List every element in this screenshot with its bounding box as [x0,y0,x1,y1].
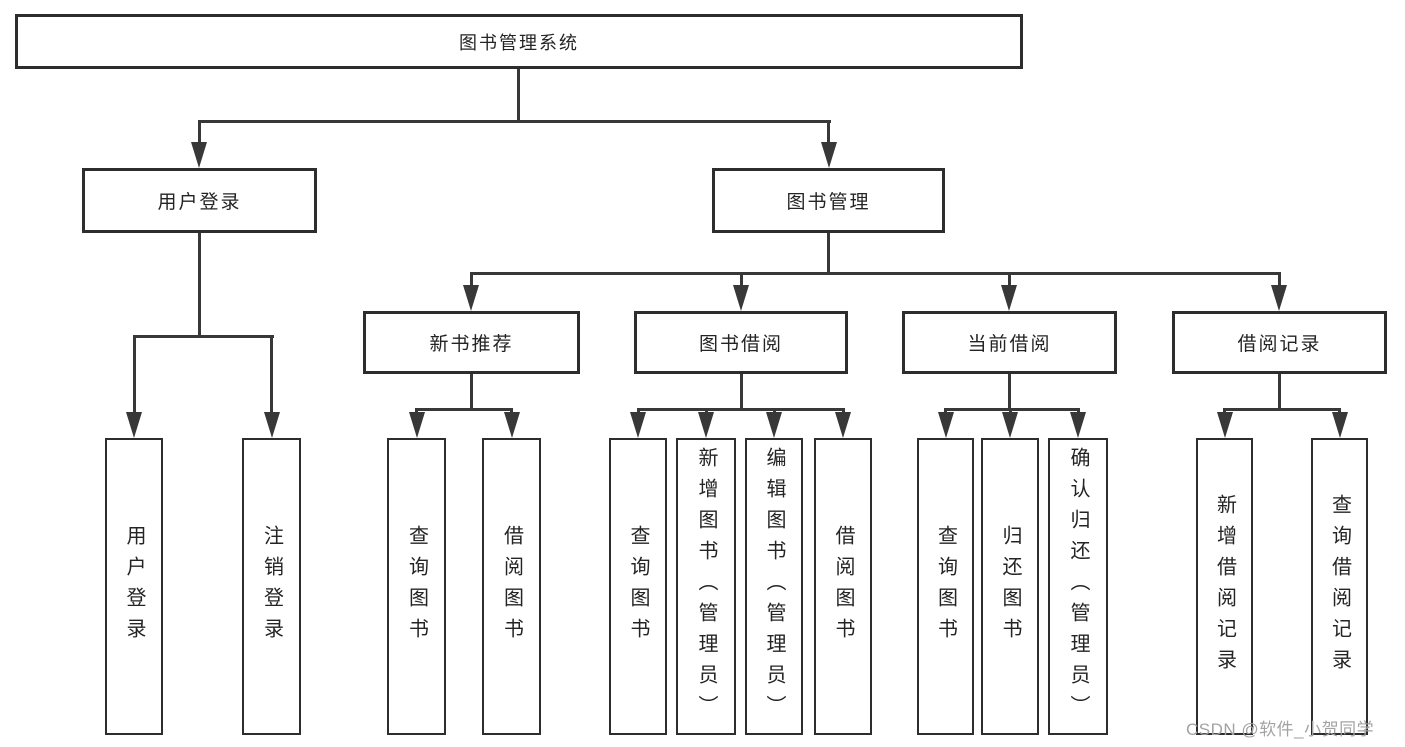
leaf-logout-login: 注销登录 [242,438,301,735]
arrowhead-down [1070,412,1086,438]
arrowhead-down [1331,412,1348,438]
arrowhead-down [766,412,782,438]
connector-current-borrowing-stem [1007,374,1011,408]
node-book-management-label: 图书管理 [786,192,871,213]
connector-user-login-drop [197,120,201,150]
connector-user-login-stem [197,233,201,335]
connector-level3-drop [1007,272,1011,288]
arrowhead-down [630,412,646,438]
leaf-user-login-label: 用户登录 [123,524,145,649]
connector-new-book-recommend-bar [415,408,513,411]
connector-new-book-recommend-stem [469,374,473,408]
arrowhead-down [835,412,851,438]
leaf-borrow-books-borrowing: 借阅图书 [814,438,872,735]
leaf-query-borrow-record-label: 查询借阅记录 [1328,493,1351,680]
connector-borrowing-records-stem [1277,374,1281,408]
node-user-login-label: 用户登录 [157,192,242,213]
connector-level3-drop [469,272,473,288]
arrowhead-down [503,412,520,438]
arrowhead-down [126,412,142,438]
leaf-return-books-label: 归还图书 [999,524,1021,649]
leaf-query-borrow-record: 查询借阅记录 [1311,438,1368,735]
node-current-borrowing-label: 当前借阅 [967,334,1052,355]
leaf-add-borrow-record: 新增借阅记录 [1196,438,1253,735]
leaf-add-books-admin: 新增图书（管理员） [676,438,736,735]
leaf-query-books-recommend-label: 查询图书 [405,524,428,649]
node-borrowing-records: 借阅记录 [1172,311,1387,374]
node-borrowing-records-label: 借阅记录 [1237,334,1322,355]
leaf-query-books-recommend: 查询图书 [387,438,446,735]
connector-leaf-drop [270,335,273,416]
node-root: 图书管理系统 [15,14,1023,69]
arrowhead-down [263,412,280,438]
leaf-edit-books-admin-label: 编辑图书（管理员） [763,447,785,726]
leaf-query-books-current: 查询图书 [917,438,974,735]
connector-user-login-bar [132,335,274,338]
leaf-edit-books-admin: 编辑图书（管理员） [745,438,803,735]
arrowhead-down [463,285,479,311]
node-new-book-recommend-label: 新书推荐 [429,334,514,355]
connector-book-management-stem [826,233,830,275]
connector-book-borrowing-stem [739,374,743,408]
leaf-return-books: 归还图书 [981,438,1039,735]
leaf-logout-login-label: 注销登录 [260,524,283,649]
leaf-query-books-borrowing-label: 查询图书 [627,524,649,649]
connector-book-management-drop [827,120,830,150]
arrowhead-down [408,412,425,438]
arrowhead-down [191,142,207,168]
arrowhead-down [1001,285,1017,311]
node-current-borrowing: 当前借阅 [902,311,1117,374]
connector-current-borrowing-bar [944,408,1080,411]
node-user-login: 用户登录 [82,168,317,233]
leaf-user-login: 用户登录 [105,438,163,735]
arrowhead-down [1216,412,1233,438]
arrowhead-down [1002,412,1018,438]
connector-borrowing-records-bar [1223,408,1341,411]
leaf-borrow-books-recommend-label: 借阅图书 [500,524,523,649]
arrowhead-down [937,412,954,438]
connector-level3-bar [469,272,1281,275]
leaf-query-books-current-label: 查询图书 [934,524,957,649]
arrowhead-down [1271,285,1287,311]
leaf-confirm-return-admin-label: 确认归还（管理员） [1067,447,1089,726]
connector-book-borrowing-bar [636,408,845,411]
arrowhead-down [733,285,749,311]
node-book-borrowing: 图书借阅 [634,311,848,374]
connector-root-bar [197,120,831,123]
leaf-add-books-admin-label: 新增图书（管理员） [695,447,717,726]
node-root-label: 图书管理系统 [459,32,579,53]
arrowhead-down [820,142,837,168]
node-book-management: 图书管理 [712,168,945,233]
connector-level3-drop [1277,272,1281,288]
arrowhead-down [698,412,714,438]
connector-leaf-drop [132,335,136,416]
connector-level3-drop [739,272,743,288]
leaf-borrow-books-borrowing-label: 借阅图书 [832,524,854,649]
leaf-add-borrow-record-label: 新增借阅记录 [1213,493,1236,680]
leaf-confirm-return-admin: 确认归还（管理员） [1048,438,1108,735]
node-book-borrowing-label: 图书借阅 [698,334,783,355]
node-new-book-recommend: 新书推荐 [363,311,580,374]
csdn-watermark: CSDN @软件_小贺同学 [1186,720,1375,739]
leaf-borrow-books-recommend: 借阅图书 [482,438,541,735]
leaf-query-books-borrowing: 查询图书 [609,438,667,735]
connector-root-stem [516,69,520,120]
